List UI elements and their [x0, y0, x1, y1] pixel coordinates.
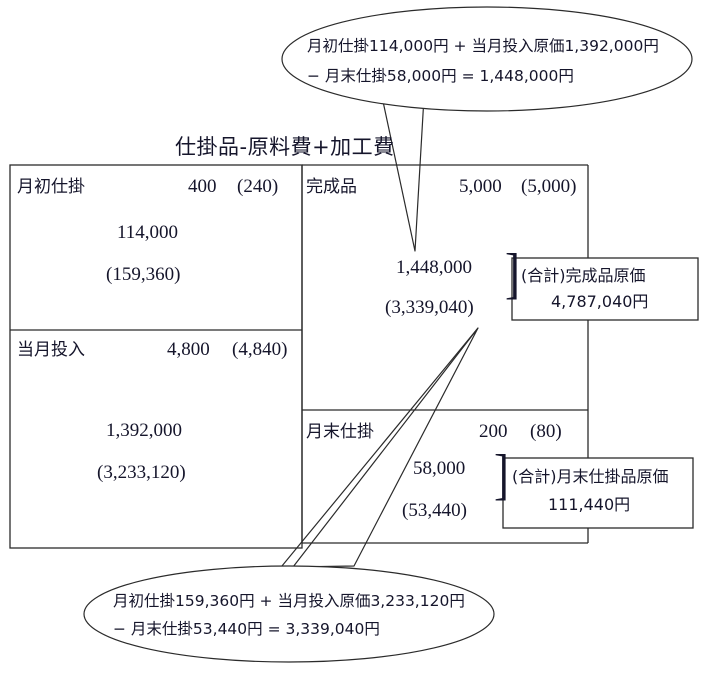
debit-row-0-material-cost: 114,000: [117, 222, 179, 243]
bottom-callout-line-2: − 月末仕掛53,440円 = 3,339,040円: [113, 620, 380, 638]
debit-row-1-material-cost: 1,392,000: [106, 420, 182, 441]
bottom-callout-line-1: 月初仕掛159,360円 + 当月投入原価3,233,120円: [113, 592, 465, 610]
total-box-finished-goods-frame: [511, 257, 699, 321]
debit-row-0-label: 月初仕掛: [17, 177, 85, 197]
debit-row-1-quantity: 4,800: [167, 339, 210, 360]
credit-row-1-material-cost: 58,000: [413, 458, 466, 479]
credit-row-1-label: 月末仕掛: [306, 422, 374, 442]
debit-row-0-conversion-cost: (159,360): [106, 264, 181, 285]
total-box-finished-goods-amount: 4,787,040円: [551, 292, 649, 311]
credit-row-0-quantity-equivalent: (5,000): [521, 176, 577, 197]
page-title: 仕掛品-原料費+加工費: [175, 135, 395, 159]
total-box-wip-frame: [502, 457, 694, 529]
bottom-callout-bubble: [83, 565, 495, 663]
debit-row-1-label: 当月投入: [17, 340, 85, 360]
debit-row-1-conversion-cost: (3,233,120): [97, 462, 186, 483]
credit-row-1-conversion-cost: (53,440): [402, 500, 467, 521]
credit-row-0-conversion-cost: (3,339,040): [385, 297, 474, 318]
total-box-finished-goods-title: (合計)完成品原価: [521, 266, 646, 285]
credit-row-1-brace-icon: ]: [494, 444, 509, 506]
credit-row-0-material-cost: 1,448,000: [396, 257, 472, 278]
debit-row-0-quantity: 400: [188, 176, 217, 197]
debit-row-0-quantity-equivalent: (240): [237, 176, 279, 197]
top-callout-line-2: − 月末仕掛58,000円 = 1,448,000円: [307, 67, 574, 85]
top-callout-line-1: 月初仕掛114,000円 + 当月投入原価1,392,000円: [307, 37, 659, 55]
credit-row-0-label: 完成品: [306, 177, 357, 197]
credit-row-1-quantity: 200: [479, 421, 508, 442]
credit-row-0-brace-icon: ]: [505, 243, 520, 305]
debit-row-1-quantity-equivalent: (4,840): [232, 339, 288, 360]
total-box-wip-amount: 111,440円: [548, 495, 631, 514]
credit-row-1-quantity-equivalent: (80): [530, 421, 562, 442]
top-callout-bubble: [281, 6, 693, 112]
credit-row-0-quantity: 5,000: [459, 176, 502, 197]
total-box-wip-title: (合計)月末仕掛品原価: [512, 467, 669, 486]
